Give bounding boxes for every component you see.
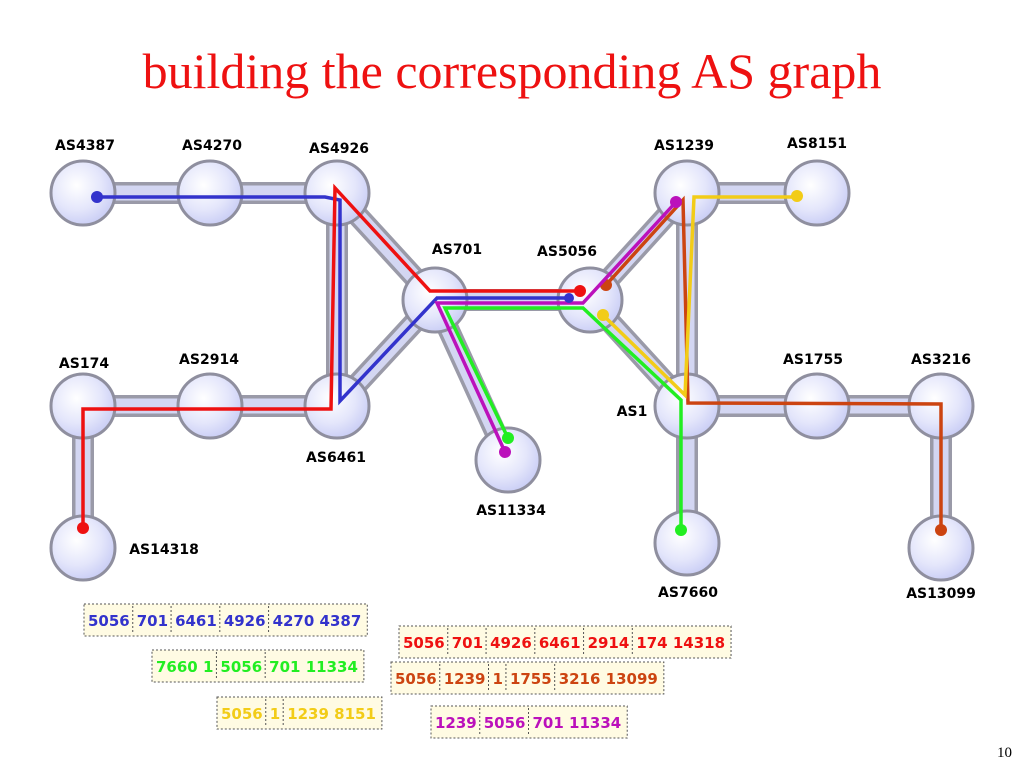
node-label-as11334: AS11334 bbox=[476, 503, 546, 519]
node-label-as1755: AS1755 bbox=[783, 352, 843, 368]
path-box-bg-yellow bbox=[216, 696, 383, 730]
node-label-as13099: AS13099 bbox=[906, 586, 976, 602]
nodes-layer bbox=[49, 159, 975, 582]
path-token-yellow-0: 5056 bbox=[221, 705, 263, 723]
path-token-blue-4: 4270 4387 bbox=[273, 612, 362, 630]
routes-layer bbox=[77, 183, 947, 536]
path-token-blue-0: 5056 bbox=[88, 612, 130, 630]
node-as7660 bbox=[653, 509, 721, 577]
node-as11334 bbox=[474, 426, 542, 494]
path-boxes-layer: 5056 701 6461 4926 4270 4387 5056 701 4926 6461 2… bbox=[83, 603, 732, 739]
route-dot-blue-0 bbox=[91, 191, 103, 203]
path-token-brown-3: 1755 bbox=[510, 670, 552, 688]
path-box-bg-blue bbox=[83, 603, 368, 637]
node-label-as1239: AS1239 bbox=[654, 138, 714, 154]
path-token-magenta-2: 701 11334 bbox=[533, 714, 622, 732]
path-token-green-1: 5056 bbox=[220, 658, 262, 676]
node-label-as8151: AS8151 bbox=[787, 136, 847, 152]
node-as2914 bbox=[176, 372, 244, 440]
path-box-bg-green bbox=[151, 649, 365, 683]
path-box-bg-magenta bbox=[430, 705, 628, 739]
node-label-as2914: AS2914 bbox=[179, 352, 239, 368]
path-token-green-2: 701 11334 bbox=[269, 658, 358, 676]
path-token-red-5: 174 14318 bbox=[636, 634, 725, 652]
path-token-brown-0: 5056 bbox=[395, 670, 437, 688]
node-label-as174: AS174 bbox=[59, 356, 109, 372]
path-box-brown: 5056 1239 1 1755 3216 13099 bbox=[390, 661, 665, 695]
path-box-magenta: 1239 5056 701 11334 bbox=[430, 705, 628, 739]
route-dot-yellow-1 bbox=[791, 190, 803, 202]
path-token-magenta-0: 1239 bbox=[435, 714, 477, 732]
node-as8151 bbox=[783, 159, 851, 227]
path-token-brown-4: 3216 13099 bbox=[559, 670, 658, 688]
route-dot-red-0 bbox=[77, 522, 89, 534]
page-number: 10 bbox=[997, 745, 1012, 761]
route-blue bbox=[97, 195, 573, 406]
node-label-as14318: AS14318 bbox=[129, 542, 199, 558]
path-token-red-3: 6461 bbox=[539, 634, 581, 652]
path-token-blue-3: 4926 bbox=[224, 612, 266, 630]
node-label-as3216: AS3216 bbox=[911, 352, 971, 368]
path-token-red-0: 5056 bbox=[403, 634, 445, 652]
links-layer bbox=[72, 182, 952, 559]
node-as4270 bbox=[176, 159, 244, 227]
route-dot-blue-start bbox=[564, 293, 574, 303]
route-green bbox=[442, 306, 683, 530]
route-yellow bbox=[601, 195, 797, 399]
path-box-blue: 5056 701 6461 4926 4270 4387 bbox=[83, 603, 368, 637]
node-label-as4270: AS4270 bbox=[182, 138, 242, 154]
slide-title: building the corresponding AS graph bbox=[143, 43, 882, 99]
node-label-as701: AS701 bbox=[432, 242, 482, 258]
path-token-blue-2: 6461 bbox=[175, 612, 217, 630]
route-dot-brown-1 bbox=[935, 524, 947, 536]
node-label-as4926: AS4926 bbox=[309, 141, 369, 157]
path-token-brown-1: 1239 bbox=[444, 670, 486, 688]
node-as6461 bbox=[303, 372, 371, 440]
path-token-yellow-2: 1239 8151 bbox=[287, 705, 376, 723]
path-token-yellow-1: 1 bbox=[270, 705, 280, 723]
node-as4387 bbox=[49, 159, 117, 227]
route-dot-red-start bbox=[574, 285, 586, 297]
route-magenta bbox=[434, 200, 678, 453]
path-box-bg-brown bbox=[390, 661, 665, 695]
route-brown bbox=[604, 195, 943, 530]
route-dot-green-1 bbox=[502, 432, 514, 444]
node-label-as6461: AS6461 bbox=[306, 450, 366, 466]
path-token-red-2: 4926 bbox=[490, 634, 532, 652]
node-label-as7660: AS7660 bbox=[658, 585, 718, 601]
node-label-as1: AS1 bbox=[617, 404, 648, 420]
path-box-green: 7660 1 5056 701 11334 bbox=[151, 649, 365, 683]
path-box-yellow: 5056 1 1239 8151 bbox=[216, 696, 383, 730]
route-red bbox=[81, 183, 580, 528]
path-box-bg-red bbox=[398, 625, 732, 659]
route-dot-magenta-1 bbox=[499, 446, 511, 458]
node-label-as4387: AS4387 bbox=[55, 138, 115, 154]
path-token-green-0: 7660 1 bbox=[156, 658, 213, 676]
route-dot-magenta-0 bbox=[670, 196, 682, 208]
node-label-as5056: AS5056 bbox=[537, 244, 597, 260]
path-token-red-1: 701 bbox=[452, 634, 483, 652]
path-box-red: 5056 701 4926 6461 2914 174 14318 bbox=[398, 625, 732, 659]
path-token-red-4: 2914 bbox=[588, 634, 630, 652]
path-token-brown-2: 1 bbox=[493, 670, 503, 688]
path-token-magenta-1: 5056 bbox=[484, 714, 526, 732]
route-dot-green-0 bbox=[675, 524, 687, 536]
node-as1755 bbox=[783, 372, 851, 440]
route-dot-yellow-0 bbox=[597, 309, 609, 321]
path-token-blue-1: 701 bbox=[137, 612, 168, 630]
